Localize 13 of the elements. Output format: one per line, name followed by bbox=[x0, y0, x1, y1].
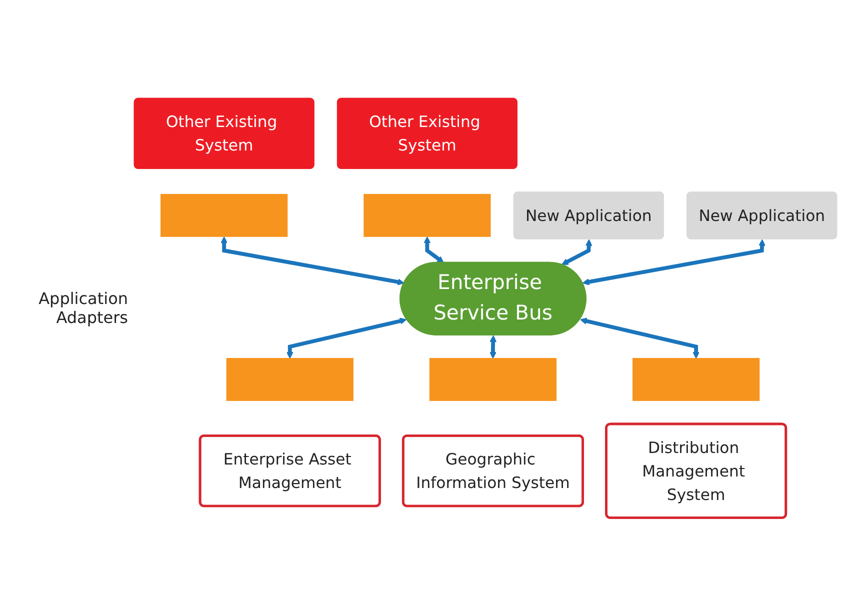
arrow bbox=[580, 318, 700, 359]
node-box bbox=[364, 194, 491, 237]
arrow bbox=[490, 335, 497, 359]
node-box bbox=[632, 358, 760, 401]
node-box bbox=[226, 358, 354, 401]
arrow bbox=[582, 239, 766, 286]
node-box bbox=[429, 358, 557, 401]
node-box bbox=[160, 194, 288, 237]
note-text: Application Adapters bbox=[38, 289, 128, 327]
arrow bbox=[286, 318, 407, 359]
arrow bbox=[562, 239, 592, 265]
arrow bbox=[220, 236, 404, 286]
arrow bbox=[424, 236, 444, 263]
